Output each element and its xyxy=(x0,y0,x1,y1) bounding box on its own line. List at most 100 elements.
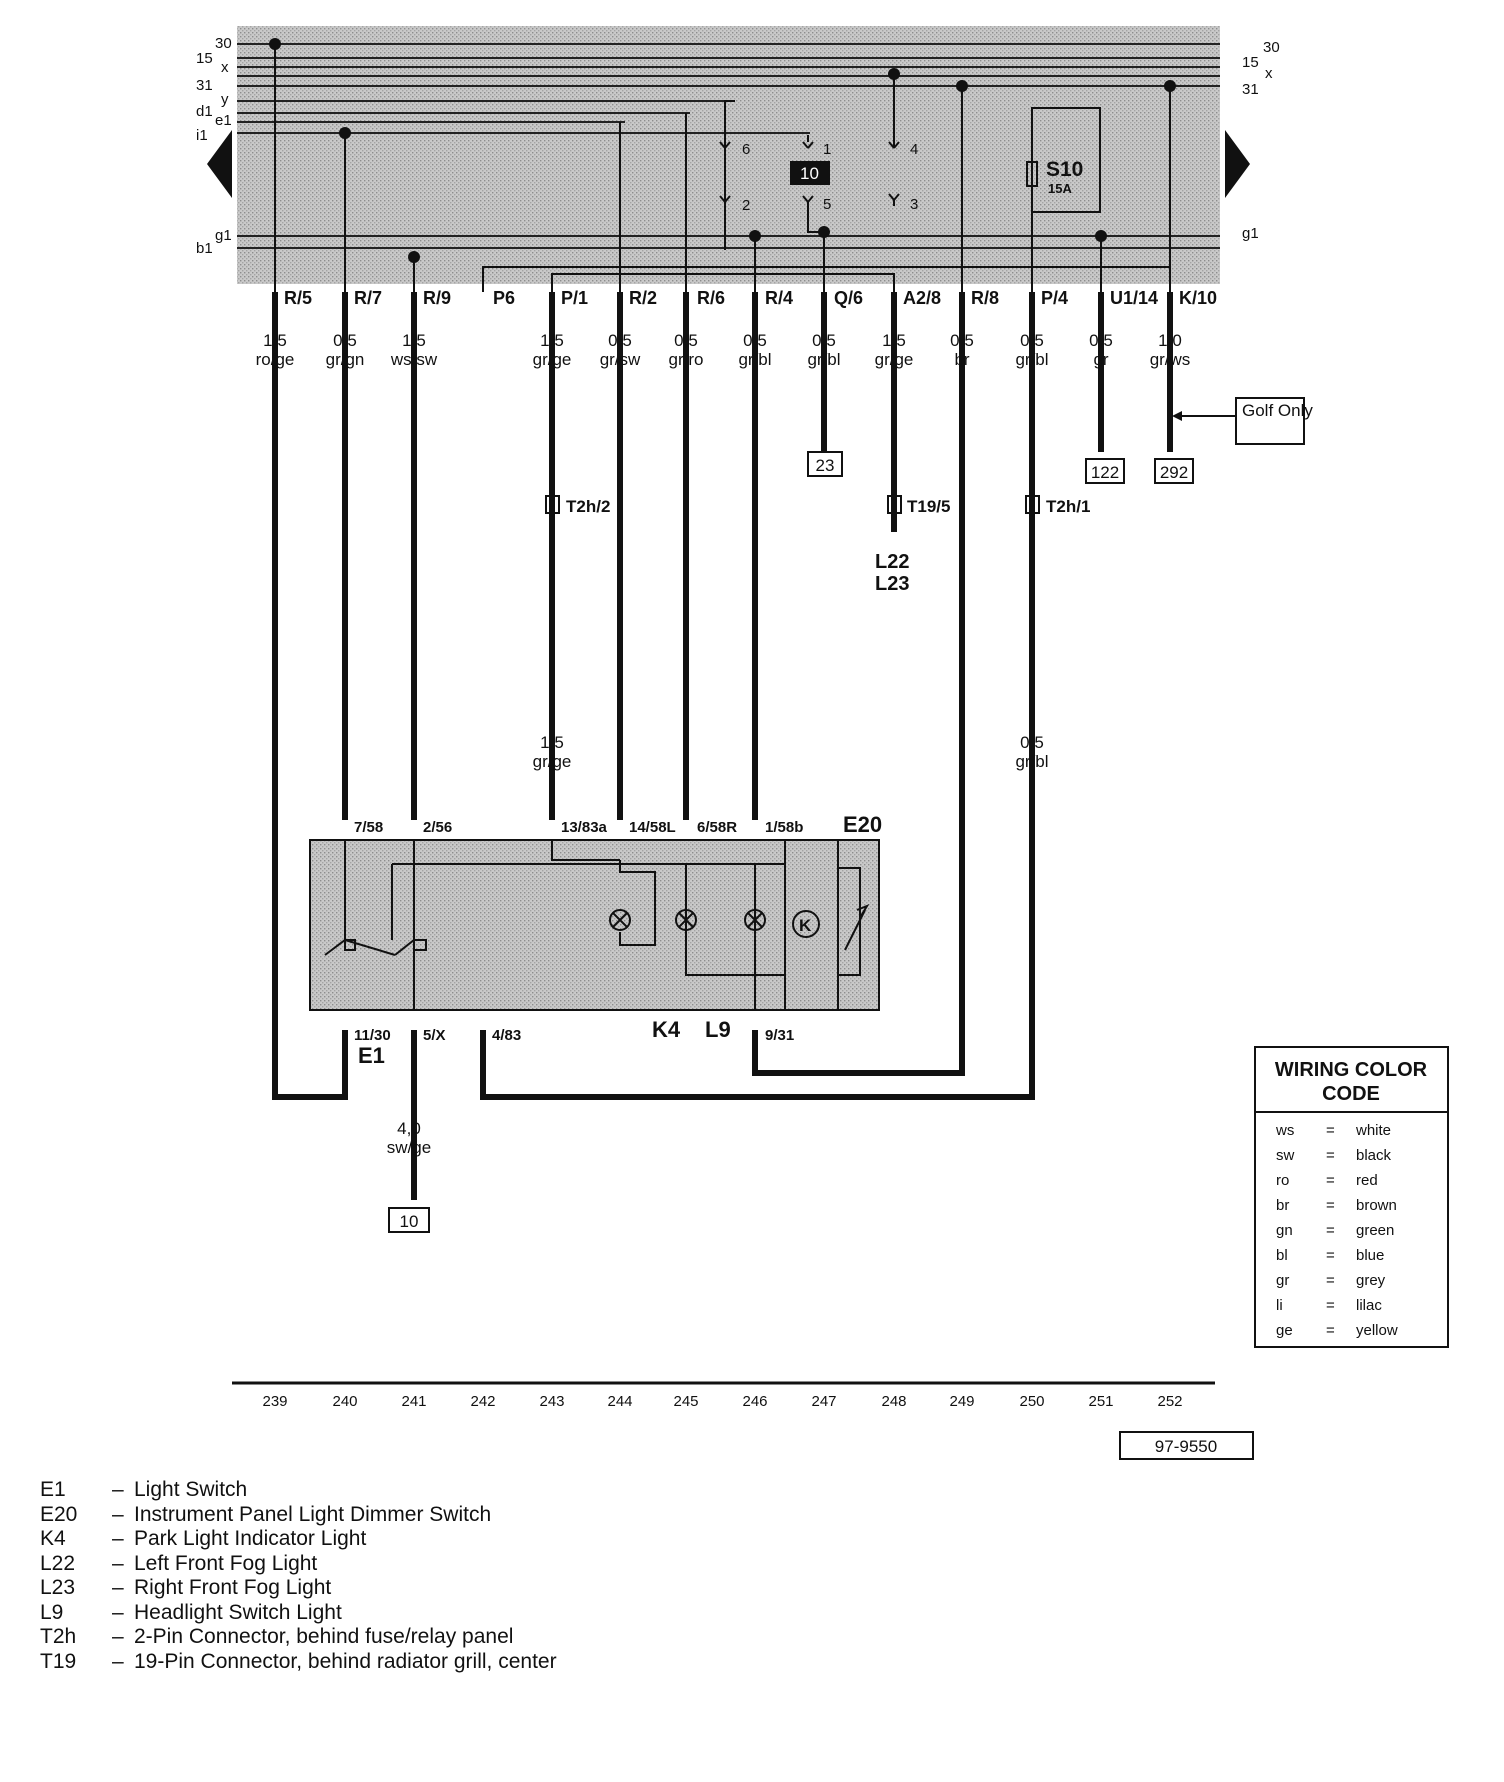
terminal-U114: U1/14 xyxy=(1110,288,1158,308)
terminal-R2: R/2 xyxy=(629,288,657,308)
wire-spec-size: 0,5 xyxy=(674,331,698,350)
color-code-abbr: gr xyxy=(1276,1272,1289,1289)
color-code-eq: = xyxy=(1326,1122,1335,1139)
golf-only-note: Golf Only xyxy=(1172,397,1313,445)
track-number: 239 xyxy=(262,1393,287,1410)
fog-light-L23: L23 xyxy=(875,573,909,595)
color-code-name: red xyxy=(1356,1172,1378,1189)
junction-dots xyxy=(269,38,1176,263)
bus-labels-right: 30 15 x 31 g1 xyxy=(1242,39,1280,242)
color-code-name: white xyxy=(1355,1122,1391,1139)
connector-T2h1: T2h/1 xyxy=(1046,497,1090,516)
fuse-name: S10 xyxy=(1046,158,1083,181)
wire-spec-color: gr/bl xyxy=(807,350,840,369)
legend-code: T2h xyxy=(40,1625,77,1648)
track-number: 247 xyxy=(811,1393,836,1410)
bus-label-e1: e1 xyxy=(215,112,232,129)
track-number: 245 xyxy=(673,1393,698,1410)
bottom-spec-size: 4,0 xyxy=(397,1119,421,1138)
track-numbers: 239 240 241 242 243 244 245 246 247 248 … xyxy=(262,1393,1182,1410)
junction-dot xyxy=(749,230,761,242)
e20-pin-758: 7/58 xyxy=(354,819,383,836)
terminal-R4: R/4 xyxy=(765,288,793,308)
legend-row: L22–Left Front Fog Light xyxy=(40,1552,740,1577)
mid-spec-size: 0,5 xyxy=(1020,733,1044,752)
bus-bars xyxy=(237,43,1220,249)
legend-code: E20 xyxy=(40,1502,78,1526)
bus-label-right-g1: g1 xyxy=(1242,225,1259,242)
wire-spec-size: 0,5 xyxy=(1089,331,1113,350)
indicator-K4: K4 xyxy=(652,1017,681,1042)
track-number: 249 xyxy=(949,1393,974,1410)
panel-arrow-right xyxy=(1225,130,1250,198)
bottom-spec-color: sw/ge xyxy=(387,1138,431,1157)
legend-row: E1–Light Switch xyxy=(40,1478,740,1503)
component-legend: E1–Light Switch E20–Instrument Panel Lig… xyxy=(40,1478,740,1674)
bus-label-b1: b1 xyxy=(196,240,213,257)
e20-pin-1383a: 13/83a xyxy=(561,819,608,836)
color-code-name: grey xyxy=(1356,1272,1386,1289)
track-number: 241 xyxy=(401,1393,426,1410)
legend-desc: Left Front Fog Light xyxy=(134,1551,318,1575)
color-code-name: green xyxy=(1356,1222,1394,1239)
color-code-table: WIRING COLOR CODE ws = white sw = black … xyxy=(1254,1046,1449,1348)
color-code-abbr: ro xyxy=(1276,1172,1289,1189)
bus-labels-left: 30 15 x 31 y d1 e1 i1 g1 b1 xyxy=(196,35,232,257)
color-code-abbr: li xyxy=(1276,1297,1283,1314)
ref-box-23: 23 xyxy=(816,456,835,475)
track-number: 243 xyxy=(539,1393,564,1410)
e20-bottom-pins: 11/30 5/X 4/83 9/31 xyxy=(354,1027,794,1044)
legend-desc: 19-Pin Connector, behind radiator grill,… xyxy=(134,1649,557,1673)
wire-spec-color: gr/ge xyxy=(875,350,914,369)
wire-spec-color: gr/bl xyxy=(738,350,771,369)
fuse-rating: 15A xyxy=(1048,181,1072,196)
bus-label-d1: d1 xyxy=(196,103,213,120)
bus-label-i1: i1 xyxy=(196,127,208,144)
track-number: 244 xyxy=(607,1393,632,1410)
wire-spec-color: ro/ge xyxy=(256,350,295,369)
track-number: 251 xyxy=(1088,1393,1113,1410)
golf-note-text: Golf Only xyxy=(1242,401,1313,420)
relay-pin-2: 2 xyxy=(742,197,750,214)
color-code-abbr: bl xyxy=(1276,1247,1288,1264)
ref-box-122: 122 xyxy=(1091,463,1119,482)
e20-pin-158b: 1/58b xyxy=(765,819,803,836)
terminal-wires xyxy=(272,292,1173,1200)
color-code-eq: = xyxy=(1326,1272,1335,1289)
relay-number: 10 xyxy=(800,164,819,183)
bus-label-x: x xyxy=(221,59,229,76)
wire-spec-size: 0,5 xyxy=(950,331,974,350)
color-code-eq: = xyxy=(1326,1247,1335,1264)
terminal-labels: R/5 R/7 R/9 P6 P/1 R/2 R/6 R/4 Q/6 A2/8 … xyxy=(284,288,1217,308)
wire-spec-color: br xyxy=(954,350,969,369)
mid-spec-color: gr/ge xyxy=(533,752,572,771)
wire-spec-color: gr/ro xyxy=(669,350,704,369)
light-switch-E1: E1 xyxy=(358,1043,385,1068)
wire-spec-color: gr/ws xyxy=(1150,350,1191,369)
indicator-L9: L9 xyxy=(705,1017,731,1042)
legend-code: E1 xyxy=(40,1478,66,1501)
wire-spec-color: gr/bl xyxy=(1015,350,1048,369)
legend-code: K4 xyxy=(40,1527,66,1550)
terminal-A28: A2/8 xyxy=(903,288,941,308)
diagram-id: 97-9550 xyxy=(1155,1437,1217,1456)
wire-spec-color: gr/ge xyxy=(533,350,572,369)
legend-desc: Instrument Panel Light Dimmer Switch xyxy=(134,1502,492,1526)
fog-light-L22: L22 xyxy=(875,551,909,573)
bus-label-right-31: 31 xyxy=(1242,81,1259,98)
track-number: 246 xyxy=(742,1393,767,1410)
mid-spec-color: gr/bl xyxy=(1015,752,1048,771)
connector-T195: T19/5 xyxy=(907,497,950,516)
legend-row: T2h–2-Pin Connector, behind fuse/relay p… xyxy=(40,1625,740,1650)
color-code-abbr: ge xyxy=(1276,1322,1293,1339)
wire-spec-color: ws/sw xyxy=(390,350,438,369)
legend-code: L23 xyxy=(40,1576,76,1599)
terminal-R5: R/5 xyxy=(284,288,312,308)
track-number: 252 xyxy=(1157,1393,1182,1410)
e20-top-pins: 7/58 2/56 13/83a 14/58L 6/58R 1/58b xyxy=(354,819,803,836)
wire-spec-size: 1,5 xyxy=(263,331,287,350)
legend-code: L9 xyxy=(40,1600,64,1624)
fuse-s10: S10 15A xyxy=(1026,158,1083,196)
bus-label-right-x: x xyxy=(1265,65,1273,82)
